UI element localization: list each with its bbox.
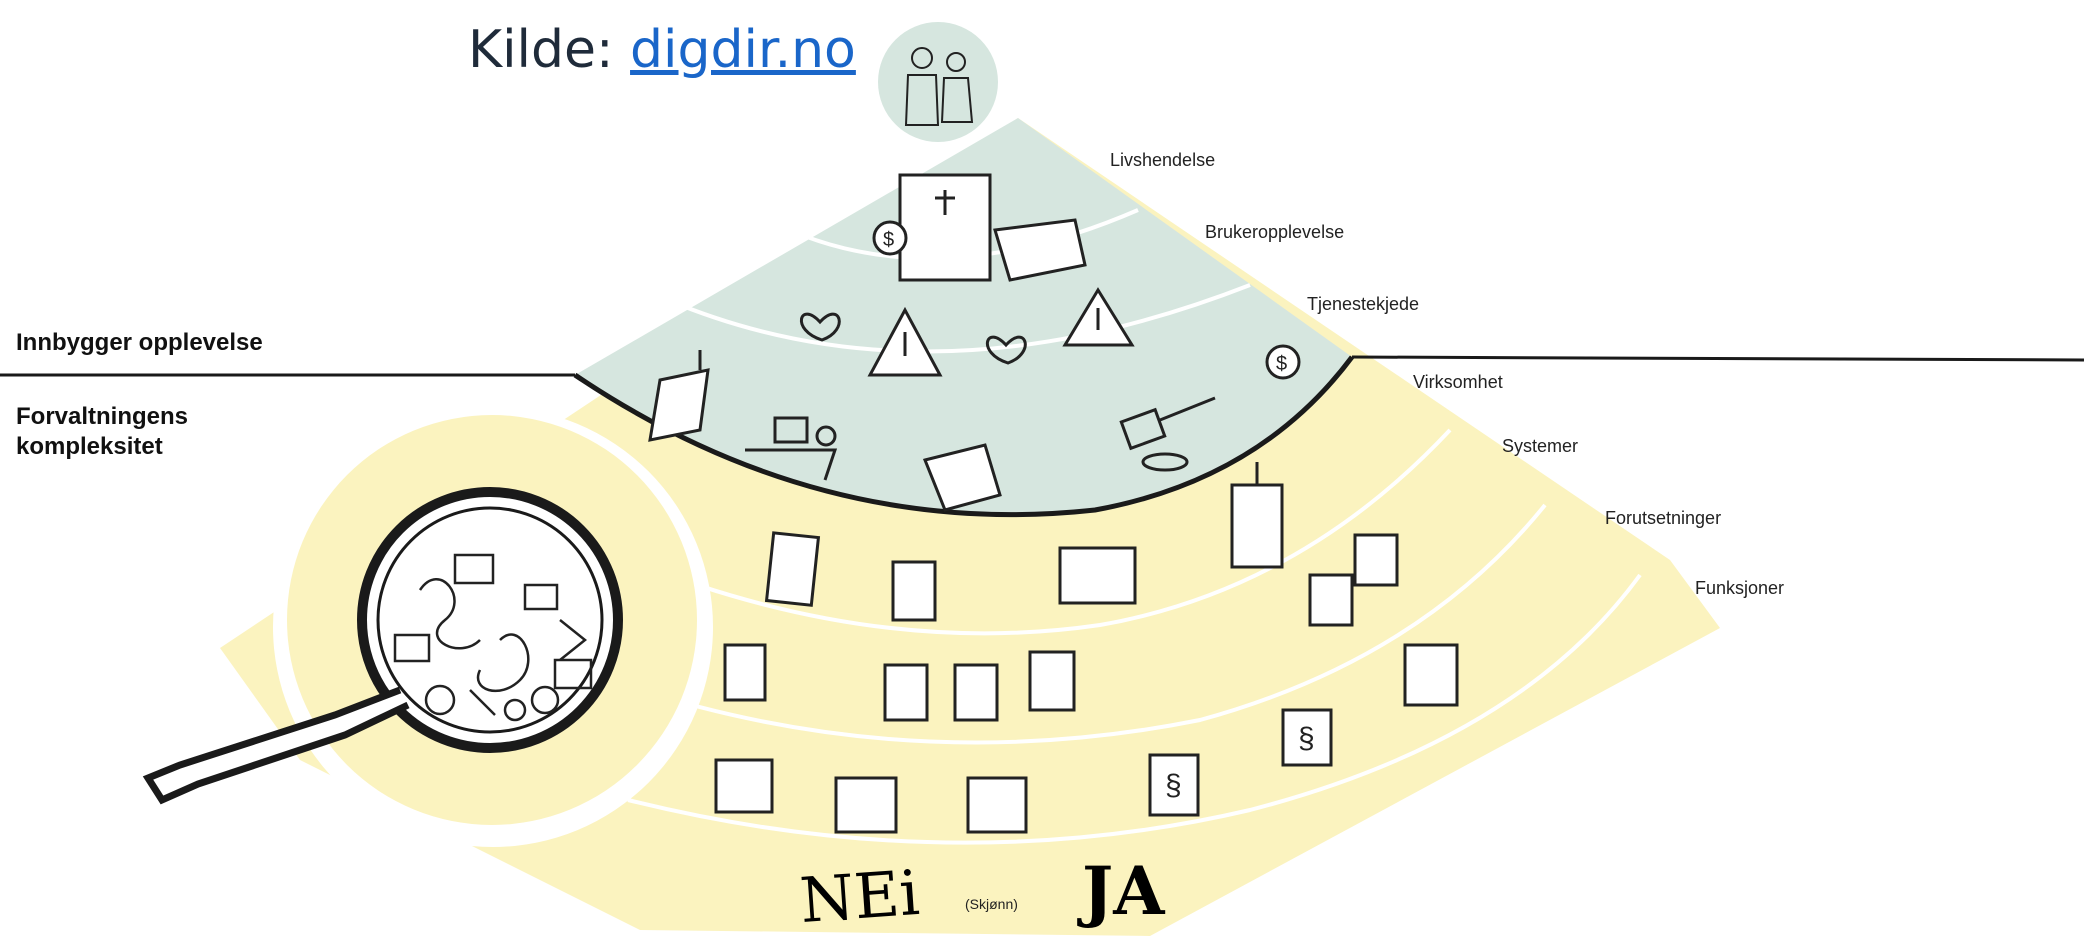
ja-label: JA bbox=[1082, 852, 1165, 930]
server-icon bbox=[764, 531, 1137, 622]
label-tjenestekjede: Tjenestekjede bbox=[1307, 294, 1420, 314]
gavel-icon bbox=[1119, 396, 1216, 472]
svg-text:$: $ bbox=[883, 229, 894, 251]
source-link[interactable]: digdir.no bbox=[630, 20, 856, 80]
warning-icon bbox=[867, 287, 1135, 377]
office-desk-icon bbox=[745, 416, 838, 481]
svg-text:§: § bbox=[1298, 722, 1315, 755]
heading-forvaltning-line2: kompleksitet bbox=[16, 433, 163, 460]
document-icon bbox=[922, 443, 1002, 512]
arc-virksomhet bbox=[599, 428, 1452, 636]
database-icon bbox=[723, 533, 1399, 722]
label-systemer: Systemer bbox=[1502, 436, 1579, 456]
document-icon bbox=[898, 173, 1087, 282]
arc-forutsetninger bbox=[627, 573, 1642, 845]
people-icon-circle bbox=[878, 22, 998, 142]
money-bag-icon: $ bbox=[872, 220, 908, 256]
law-document-icon: § § bbox=[714, 643, 1459, 834]
skjonn-label: (Skjønn) bbox=[965, 896, 1018, 912]
label-brukeropplevelse: Brukeropplevelse bbox=[1205, 222, 1345, 242]
arc-brukeropplevelse bbox=[667, 283, 1251, 354]
money-bag-icon: $ bbox=[1265, 344, 1301, 380]
arc-systemer bbox=[609, 503, 1547, 745]
church-icon bbox=[1230, 462, 1284, 569]
svg-text:§: § bbox=[1165, 769, 1182, 802]
source-prefix: Kilde: bbox=[468, 20, 631, 80]
nei-label: NEi bbox=[797, 855, 922, 938]
source-line: Kilde: digdir.no bbox=[468, 18, 856, 82]
divider-arc bbox=[573, 355, 1355, 518]
divider-right bbox=[1351, 355, 2084, 362]
heart-icon bbox=[800, 312, 1027, 365]
heading-innbygger: Innbygger opplevelse bbox=[16, 329, 263, 356]
svg-text:$: $ bbox=[1276, 353, 1287, 375]
heading-forvaltning: Forvaltningens kompleksitet bbox=[16, 402, 188, 462]
label-forutsetninger: Forutsetninger bbox=[1605, 508, 1722, 528]
label-livshendelse: Livshendelse bbox=[1110, 150, 1216, 170]
church-icon bbox=[648, 350, 710, 442]
magnifying-glass-icon bbox=[142, 487, 623, 805]
label-funksjoner: Funksjoner bbox=[1695, 578, 1785, 598]
label-virksomhet: Virksomhet bbox=[1413, 372, 1503, 392]
heading-forvaltning-line1: Forvaltningens bbox=[16, 403, 189, 430]
people-icon bbox=[904, 47, 974, 126]
